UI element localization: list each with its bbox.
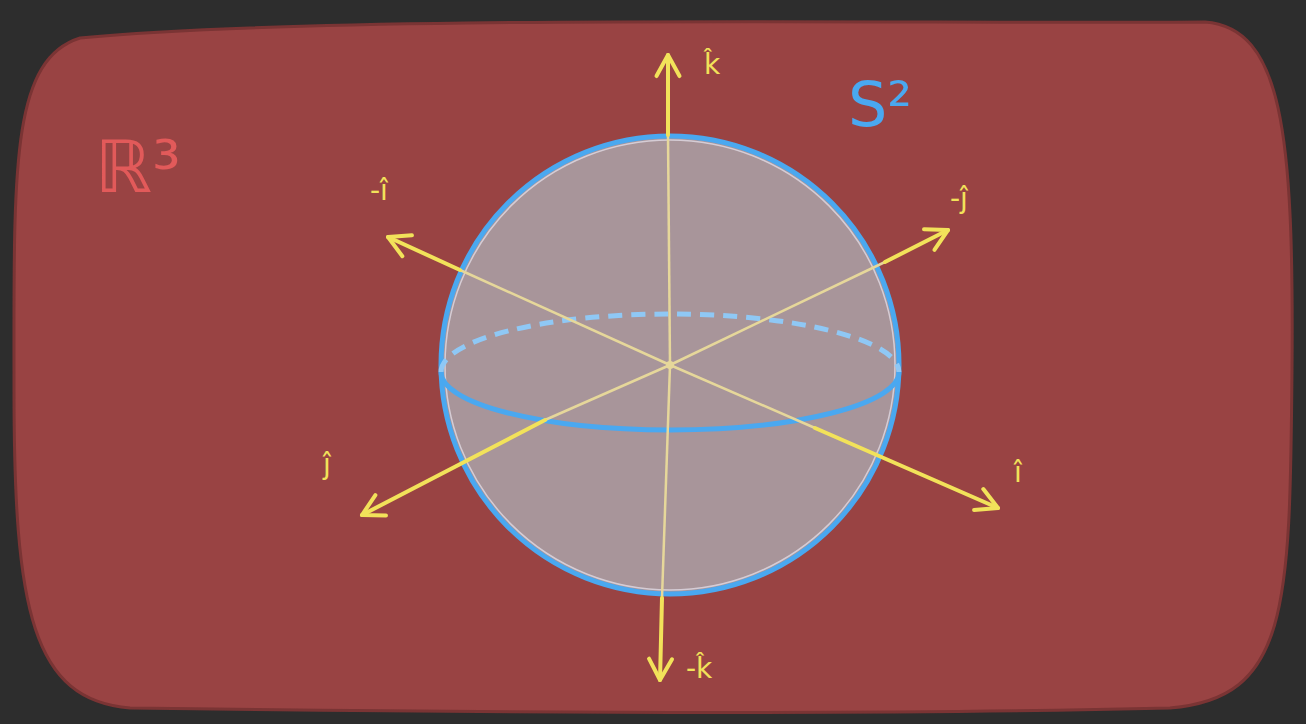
k-axis-outer xyxy=(666,55,670,135)
sphere-highlight xyxy=(445,140,895,590)
i-axis-arrowhead xyxy=(974,489,998,510)
origin-dot xyxy=(666,361,674,369)
j-axis-arrowhead xyxy=(362,495,386,515)
sphere-label: S² xyxy=(848,71,912,139)
axis-label: -k̂ xyxy=(686,654,712,685)
neg-j-axis-outer xyxy=(885,230,948,262)
space-blob xyxy=(14,22,1292,713)
k-axis-arrowhead xyxy=(656,55,679,76)
axis-label: î xyxy=(1014,458,1022,489)
i-axis-inner xyxy=(670,365,815,428)
axis-label: -ĵ xyxy=(950,184,968,215)
space-region: ℝ³ S² xyxy=(10,10,1296,715)
neg-i-axis-inner xyxy=(460,270,670,365)
axis-label: -î xyxy=(370,176,388,207)
axis-label: k̂ xyxy=(704,50,720,81)
axis-label: ĵ xyxy=(323,450,331,481)
space-label: ℝ³ xyxy=(95,128,181,207)
neg-j-axis-inner xyxy=(670,262,885,365)
neg-i-axis-arrowhead xyxy=(388,235,412,256)
neg-k-axis-arrowhead xyxy=(649,659,672,680)
j-axis-inner xyxy=(545,365,670,420)
neg-j-axis-arrowhead xyxy=(924,229,948,250)
j-axis-outer xyxy=(362,420,545,515)
neg-k-axis-inner xyxy=(662,365,670,598)
i-axis-outer xyxy=(815,428,998,508)
sphere-body xyxy=(441,136,899,594)
k-axis-inner xyxy=(668,135,670,365)
neg-k-axis-outer xyxy=(660,598,662,680)
